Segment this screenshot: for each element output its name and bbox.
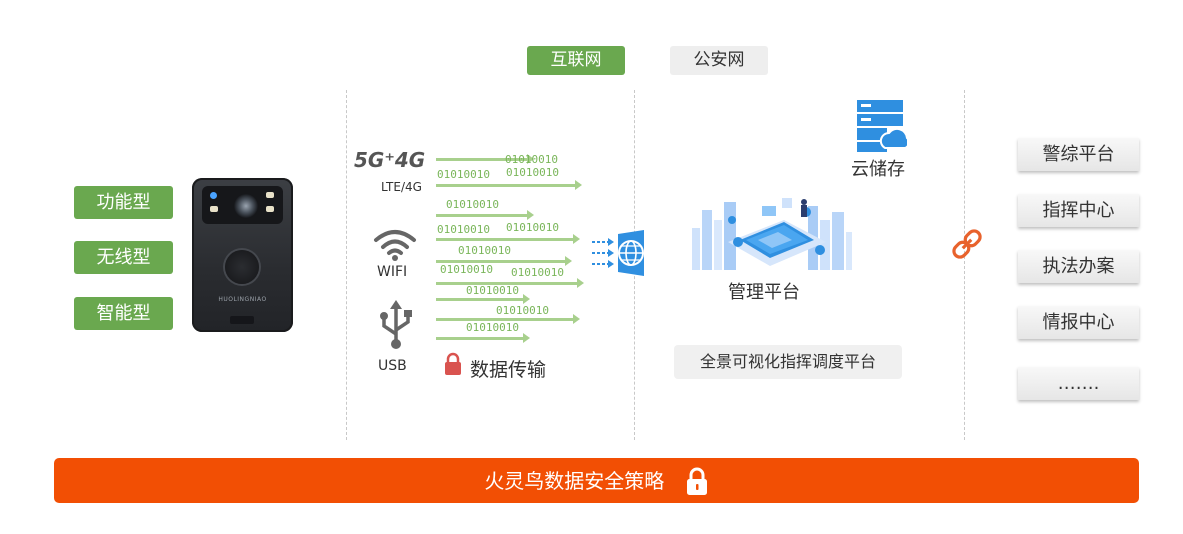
data-arrow xyxy=(436,256,572,266)
wifi-icon xyxy=(374,230,416,261)
camera-port xyxy=(230,316,254,324)
camera-brand: HUOLINGNIAO xyxy=(218,296,267,303)
data-bits: 01010010 xyxy=(440,263,493,276)
camera-led xyxy=(266,206,274,212)
camera-lens xyxy=(234,194,258,218)
camera-lens-bar xyxy=(202,186,283,224)
data-arrow xyxy=(436,210,534,220)
app-command-center[interactable]: 指挥中心 xyxy=(1018,194,1139,227)
camera-button xyxy=(225,250,259,284)
device-type-functional[interactable]: 功能型 xyxy=(74,186,173,219)
lte-logo: 5G⁺4G xyxy=(354,148,426,172)
data-bits: 01010010 xyxy=(505,153,558,166)
usb-label: USB xyxy=(378,358,407,374)
camera-led xyxy=(266,192,274,198)
app-police-integrated-platform[interactable]: 警综平台 xyxy=(1018,138,1139,171)
globe-icon xyxy=(592,230,644,276)
management-platform-label: 管理平台 xyxy=(728,282,800,303)
security-strategy-banner: 火灵鸟数据安全策略 xyxy=(54,458,1139,503)
wifi-label: WIFI xyxy=(377,264,408,280)
banner-text: 火灵鸟数据安全策略 xyxy=(484,469,665,493)
data-bits: 01010010 xyxy=(466,284,519,297)
tab-police-network[interactable]: 公安网 xyxy=(670,46,768,75)
data-bits: 01010010 xyxy=(496,304,549,317)
data-arrow xyxy=(436,234,580,244)
app-law-enforcement-cases[interactable]: 执法办案 xyxy=(1018,250,1139,283)
device-type-wireless[interactable]: 无线型 xyxy=(74,241,173,274)
data-bits: 01010010 xyxy=(437,223,490,236)
data-arrow xyxy=(436,278,584,288)
data-arrow xyxy=(436,314,580,324)
panorama-dispatch-platform[interactable]: 全景可视化指挥调度平台 xyxy=(674,345,902,379)
data-arrow xyxy=(436,333,530,343)
link-icon xyxy=(952,229,982,259)
data-bits: 01010010 xyxy=(446,198,499,211)
cloud-storage-label: 云储存 xyxy=(851,159,905,180)
lte-label: LTE/4G xyxy=(381,180,422,194)
server-cloud-icon xyxy=(857,100,907,152)
data-arrow xyxy=(436,180,582,190)
tab-internet[interactable]: 互联网 xyxy=(527,46,625,75)
data-bits: 01010010 xyxy=(458,244,511,257)
device-type-smart[interactable]: 智能型 xyxy=(74,297,173,330)
divider-3 xyxy=(964,90,965,440)
data-arrow xyxy=(436,154,534,164)
camera-led xyxy=(210,206,218,212)
usb-icon xyxy=(380,300,412,349)
app-intelligence-center[interactable]: 情报中心 xyxy=(1018,306,1139,339)
data-bits: 01010010 xyxy=(511,266,564,279)
data-bits: 01010010 xyxy=(506,166,559,179)
divider-1 xyxy=(346,90,347,440)
body-camera-image: HUOLINGNIAO xyxy=(192,178,293,332)
data-bits: 01010010 xyxy=(506,221,559,234)
platform-illustration xyxy=(692,198,852,270)
data-bits: 01010010 xyxy=(466,321,519,334)
data-bits: 01010010 xyxy=(437,168,490,181)
app-more[interactable]: ……. xyxy=(1018,367,1139,400)
lock-icon xyxy=(686,467,707,495)
secure-transmission-label: 数据传输 xyxy=(470,359,547,381)
data-arrow xyxy=(436,294,530,304)
lock-icon xyxy=(445,352,461,375)
camera-led-blue xyxy=(210,192,217,199)
